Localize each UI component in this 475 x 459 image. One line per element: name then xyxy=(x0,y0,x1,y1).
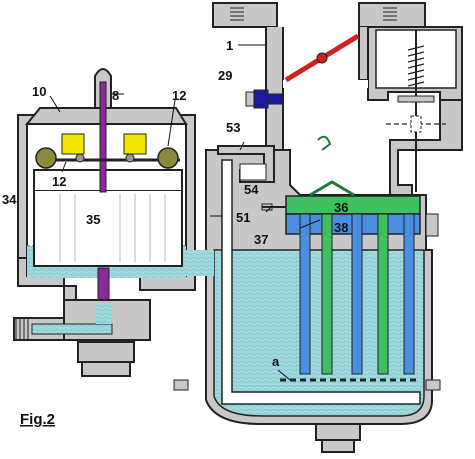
label-12-right: 12 xyxy=(172,88,186,103)
inlet-fitting xyxy=(13,285,151,377)
leader-lines xyxy=(49,44,321,381)
label-54: 54 xyxy=(244,182,259,197)
label-38: 38 xyxy=(334,220,348,235)
idle-screw-icon xyxy=(245,89,284,109)
label-51: 51 xyxy=(236,210,250,225)
label-37: 37 xyxy=(254,232,268,247)
float-35 xyxy=(33,169,183,267)
label-12-left: 12 xyxy=(52,174,66,189)
label-a: a xyxy=(272,354,280,369)
label-53: 53 xyxy=(226,120,240,135)
label-10: 10 xyxy=(32,84,46,99)
spring-valve-icon xyxy=(386,30,446,210)
throttle-valve-icon xyxy=(284,33,360,83)
label-36: 36 xyxy=(334,200,348,215)
weights-12 xyxy=(35,133,180,169)
label-29: 29 xyxy=(218,68,232,83)
label-35: 35 xyxy=(86,212,100,227)
label-34: 34 xyxy=(2,192,17,207)
label-1: 1 xyxy=(226,38,233,53)
labels: 1 29 8 10 12 12 34 35 53 54 51 37 36 38 … xyxy=(2,38,348,428)
label-8: 8 xyxy=(112,88,119,103)
figure-caption: Fig.2 xyxy=(20,411,55,428)
main-tank xyxy=(173,135,441,453)
